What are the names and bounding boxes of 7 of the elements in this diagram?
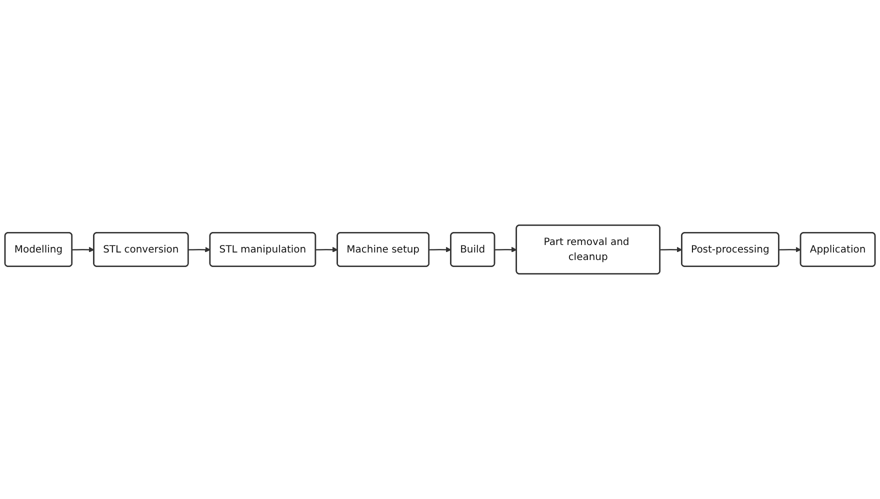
- arrow: [72, 246, 94, 252]
- arrow: [429, 246, 452, 252]
- arrow: [494, 246, 517, 252]
- arrow: [188, 246, 210, 252]
- arrow: [316, 246, 338, 252]
- arrow: [778, 246, 802, 252]
- arrow: [660, 246, 682, 252]
